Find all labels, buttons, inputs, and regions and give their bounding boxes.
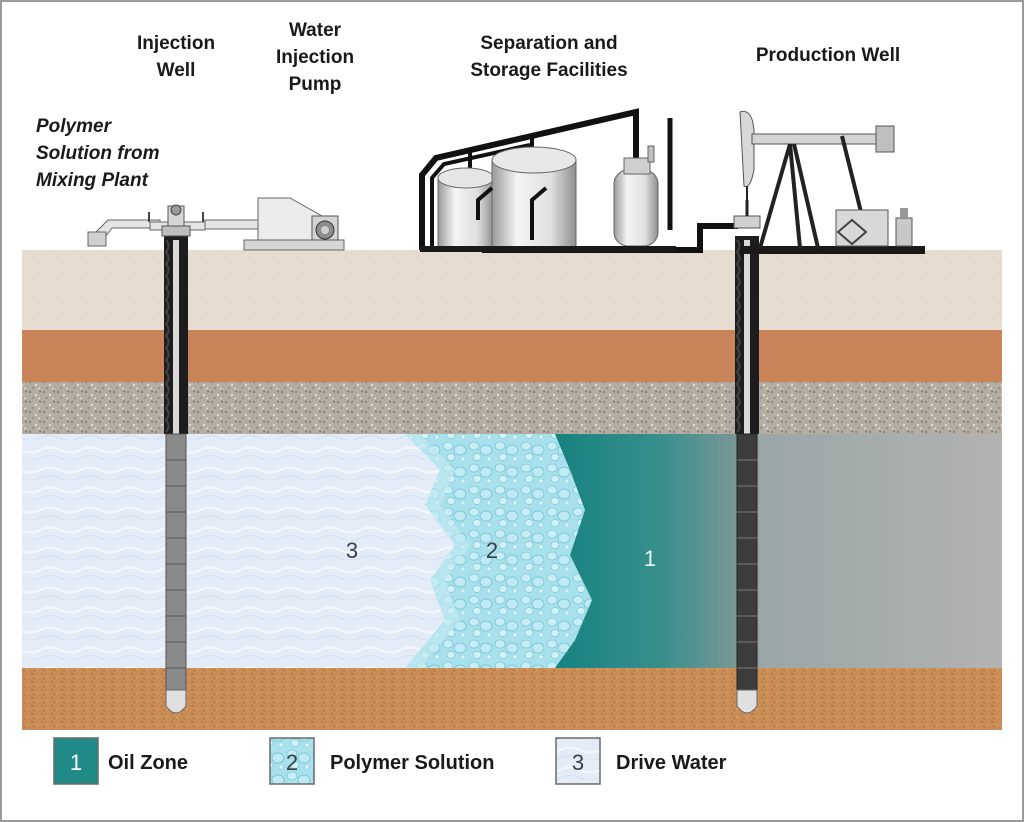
- production-well: [735, 236, 759, 714]
- pump-label-line3: Pump: [289, 74, 342, 95]
- legend-number-2: 2: [286, 750, 298, 775]
- separation-label-line2: Storage Facilities: [470, 60, 627, 81]
- legend-swatch-polymer: [269, 737, 315, 785]
- gray-rock-zone: [755, 434, 1002, 668]
- injection-wellhead: [87, 204, 261, 247]
- legend: 1 Oil Zone 2 Polymer Solution 3 Drive Wa…: [53, 737, 727, 785]
- water-injection-pump: [243, 197, 345, 251]
- legend-number-3: 3: [572, 750, 584, 775]
- polymer-source-label-line1: Polymer: [36, 116, 113, 137]
- legend-label-polymer-solution: Polymer Solution: [330, 752, 494, 774]
- polymer-source-label-line2: Solution from: [36, 143, 160, 164]
- pumpjack: [733, 110, 925, 254]
- legend-swatch-drive-water: [555, 737, 601, 785]
- pump-label-line1: Water: [289, 20, 342, 41]
- legend-item-oil-zone: 1 Oil Zone: [53, 737, 188, 785]
- zone-2-number: 2: [486, 538, 498, 563]
- legend-label-drive-water: Drive Water: [616, 752, 727, 774]
- polymer-edge-blend: [405, 434, 470, 668]
- pump-label-line2: Injection: [276, 47, 354, 68]
- production-well-label: Production Well: [756, 45, 900, 66]
- legend-number-1: 1: [70, 750, 82, 775]
- injection-well-label-line1: Injection: [137, 33, 215, 54]
- separation-storage-facilities: [419, 108, 738, 253]
- legend-label-oil-zone: Oil Zone: [108, 752, 188, 774]
- injection-well: [164, 236, 188, 714]
- zone-1-number: 1: [644, 546, 656, 571]
- legend-swatch-oil: [53, 737, 99, 785]
- legend-item-polymer-solution: 2 Polymer Solution: [269, 737, 494, 785]
- separation-label-line1: Separation and: [480, 33, 617, 54]
- zone-3-number: 3: [346, 538, 358, 563]
- oil-zone: [555, 434, 755, 668]
- legend-item-drive-water: 3 Drive Water: [555, 737, 727, 785]
- polymer-source-label-line3: Mixing Plant: [36, 170, 149, 191]
- injection-well-label-line2: Well: [157, 60, 196, 81]
